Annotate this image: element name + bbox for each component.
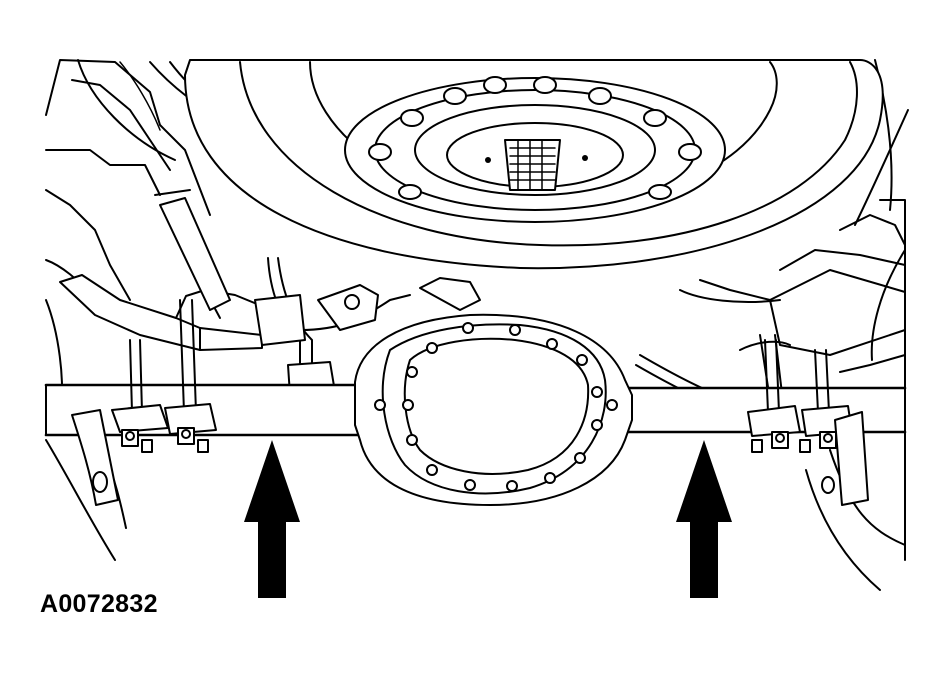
figure-id-label: A0072832 (40, 590, 158, 618)
cover-bolts (374, 322, 618, 492)
jack-point-arrow-left (244, 440, 300, 598)
vehicle-underbody-outline (45, 59, 909, 591)
right-spring-mount (747, 339, 869, 506)
jack-point-arrow-right (676, 440, 732, 598)
spare-tire (184, 59, 884, 270)
differential-housing (354, 313, 633, 506)
left-spring-mount (71, 299, 217, 506)
